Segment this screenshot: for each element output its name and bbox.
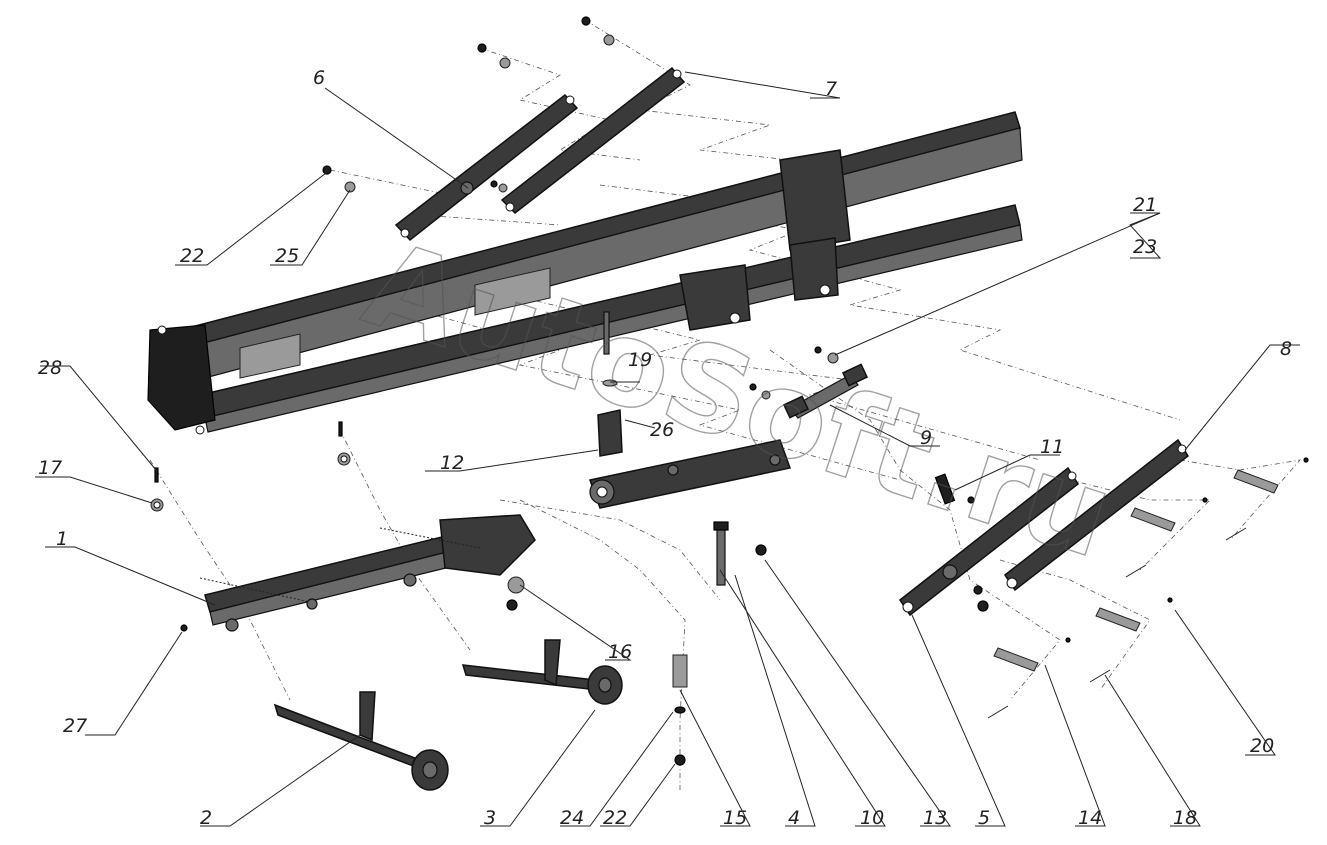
callout-18: 18 <box>1173 807 1197 829</box>
callout-8: 8 <box>1280 338 1292 360</box>
callout-19: 19 <box>628 349 652 371</box>
callout-21: 21 <box>1133 194 1157 216</box>
callout-5: 5 <box>978 807 990 829</box>
callout-24: 24 <box>560 807 584 829</box>
callout-1: 1 <box>56 528 68 550</box>
pin-assembly-center <box>589 311 791 509</box>
callout-25: 25 <box>275 245 299 267</box>
callout-10: 10 <box>860 807 884 829</box>
fasteners-top <box>322 16 615 193</box>
strut-7 <box>500 66 686 214</box>
axle-3 <box>461 639 623 705</box>
callout-27: 27 <box>63 715 87 737</box>
callout-7: 7 <box>825 78 837 100</box>
callout-leaders <box>35 71 1300 827</box>
callout-14: 14 <box>1078 807 1102 829</box>
callout-3: 3 <box>484 807 496 829</box>
callout-2: 2 <box>200 807 212 829</box>
callout-9: 9 <box>920 427 932 449</box>
main-beam-frame <box>147 111 1023 435</box>
bolt-10-and-13 <box>713 473 975 586</box>
subframe-1 <box>150 421 536 632</box>
tie-rod-9 <box>749 346 869 419</box>
axle-2 <box>273 691 449 791</box>
callout-22a: 22 <box>180 245 204 267</box>
callout-11: 11 <box>1040 436 1064 458</box>
pins-14 <box>987 457 1309 719</box>
callout-4: 4 <box>788 807 800 829</box>
callout-6: 6 <box>313 67 325 89</box>
callout-12: 12 <box>440 452 464 474</box>
callout-23: 23 <box>1133 236 1157 258</box>
callout-13: 13 <box>923 807 947 829</box>
callout-17: 17 <box>38 457 62 479</box>
callout-20: 20 <box>1250 735 1274 757</box>
callout-16: 16 <box>608 641 632 663</box>
callout-22b: 22 <box>603 807 627 829</box>
callout-26: 26 <box>650 419 674 441</box>
bushing-15 <box>672 654 688 766</box>
callout-28: 28 <box>38 357 62 379</box>
callout-15: 15 <box>723 807 747 829</box>
callout-labels: 1 2 3 4 5 6 7 8 9 10 11 12 13 14 15 16 1… <box>38 67 1292 829</box>
strut-6 <box>394 93 579 242</box>
arm-8 <box>1003 438 1189 592</box>
arm-5 <box>898 466 1079 617</box>
